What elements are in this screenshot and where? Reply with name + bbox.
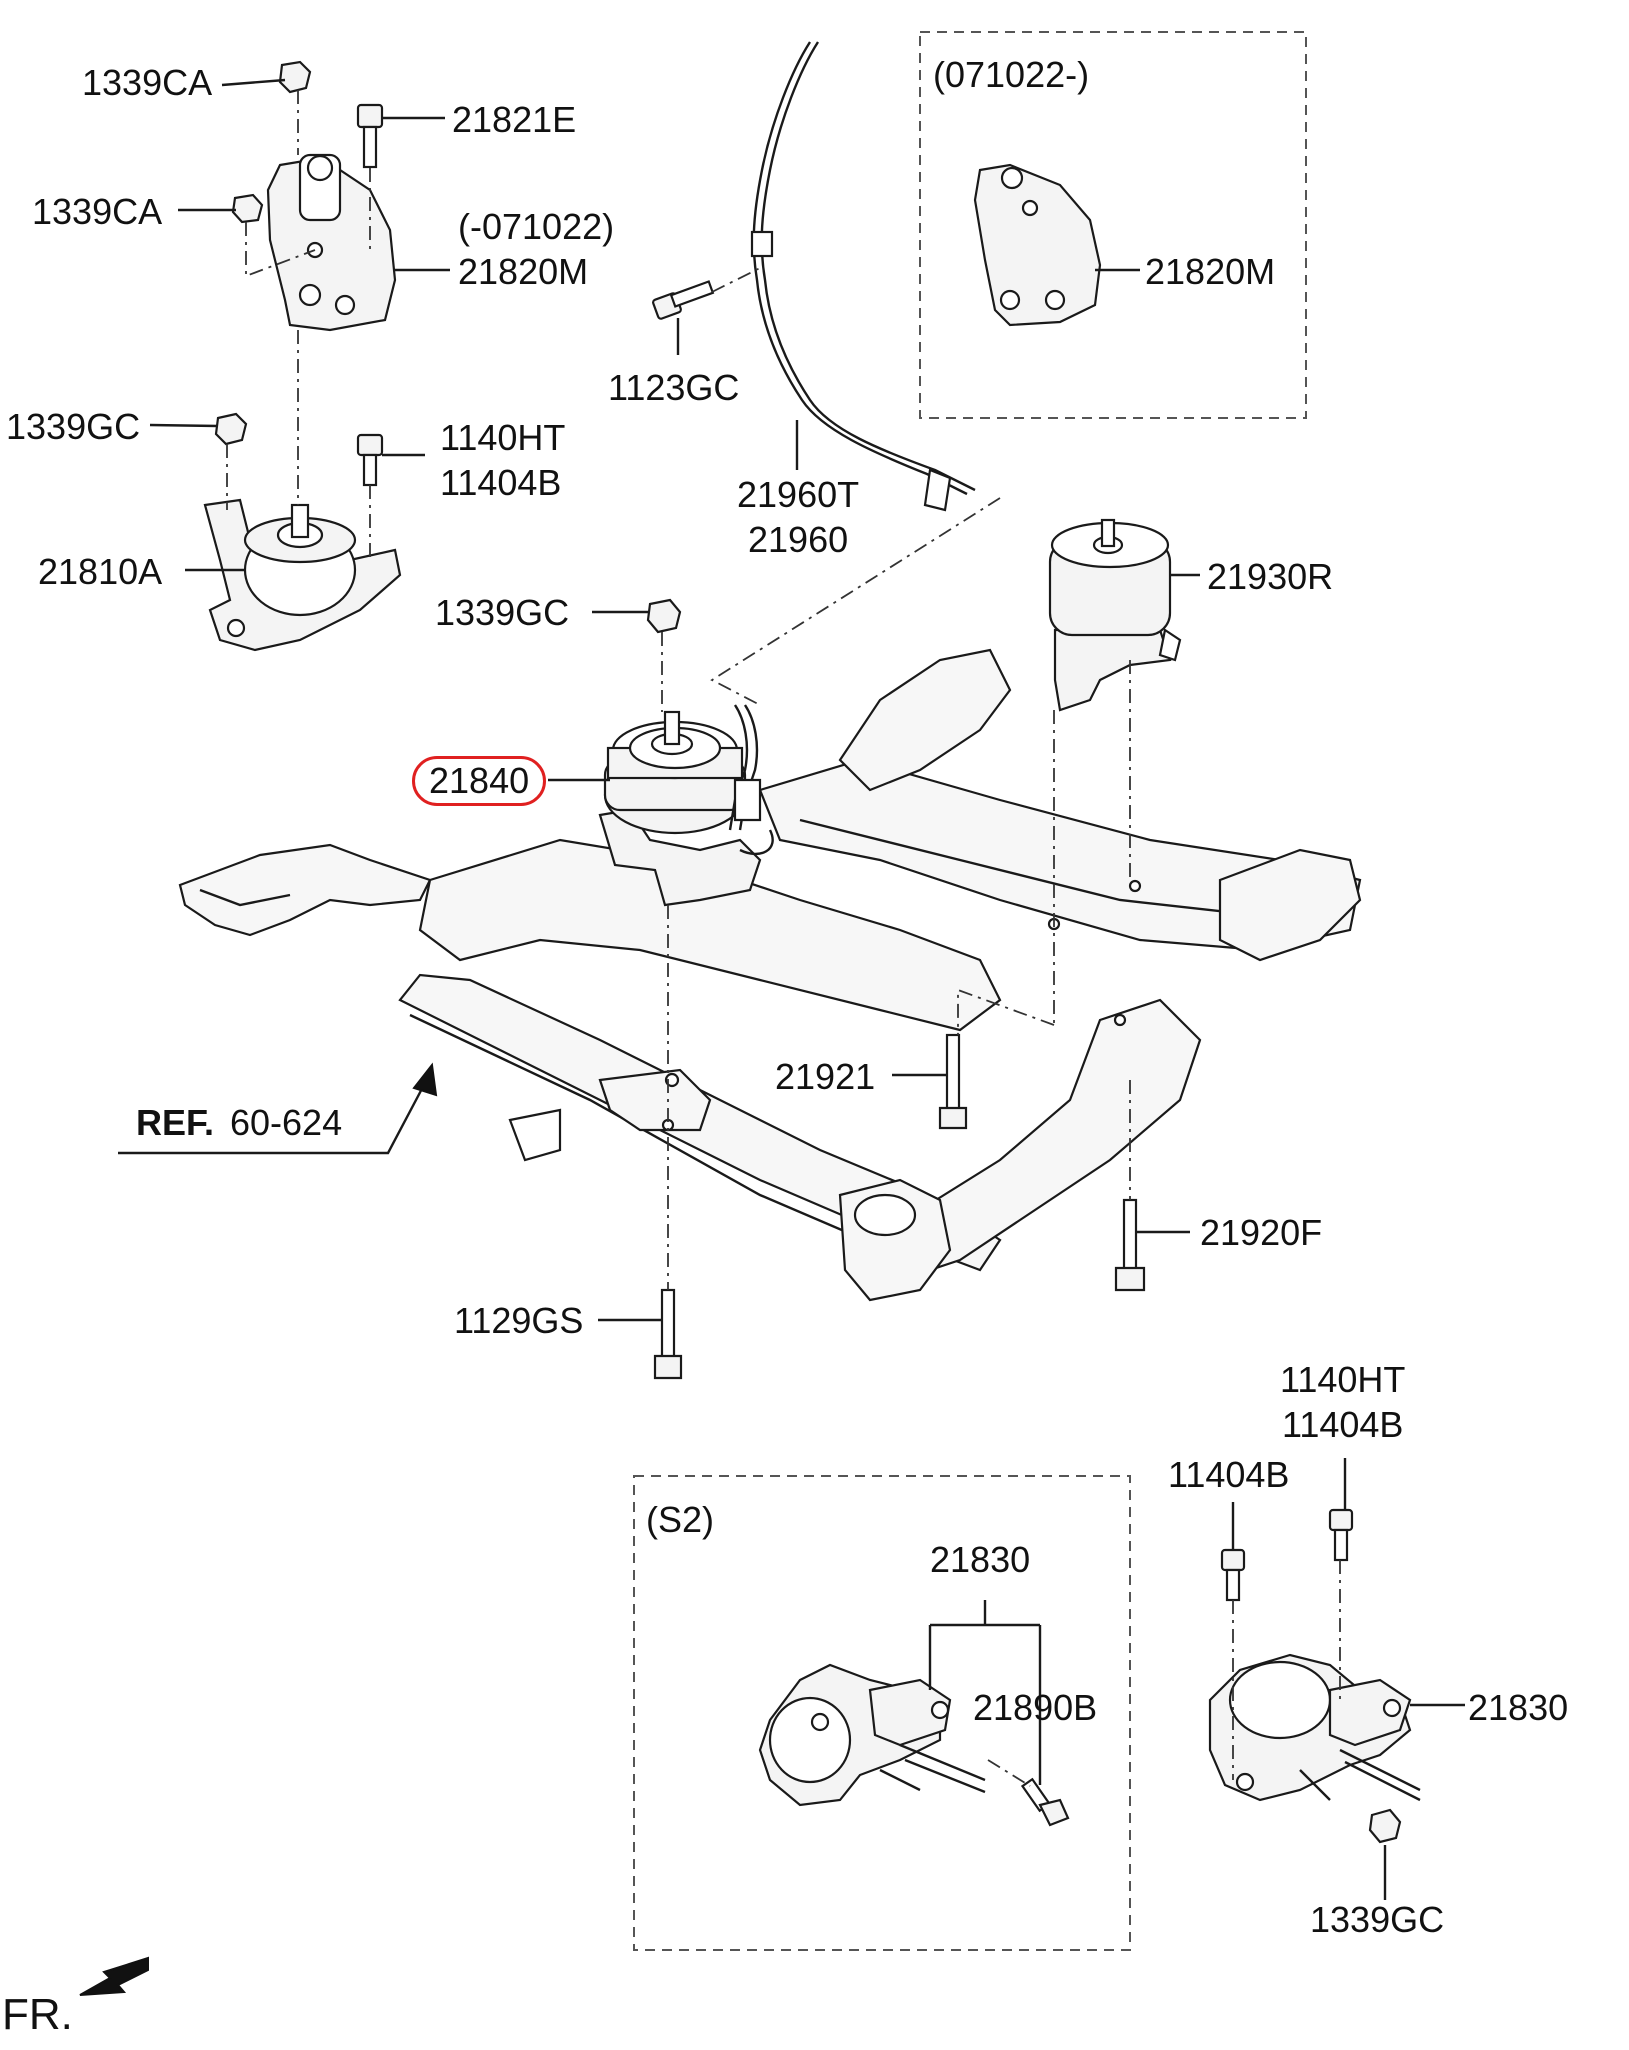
label-1140HT-top: 1140HT (440, 417, 566, 458)
bolt-1140HT-bottom (1328, 1508, 1354, 1562)
bolt-1123GC (652, 280, 715, 320)
label-21960: 21960 (748, 519, 849, 560)
label-1339GC-center: 1339GC (435, 592, 570, 633)
label-1339CA-top: 1339CA (82, 62, 213, 103)
label-21830-right: 21830 (1468, 1687, 1569, 1728)
label-21890B: 21890B (973, 1687, 1098, 1728)
nut-1339CA-mid (231, 193, 264, 224)
bolt-21821E (356, 103, 384, 169)
front-arrow-icon (79, 1956, 149, 1996)
mount-21830-right (1208, 1653, 1421, 1802)
mount-21840 (598, 704, 774, 907)
option-box-071022 (919, 31, 1307, 419)
label-ref-prefix: REF. (136, 1102, 215, 1143)
label-21930R: 21930R (1207, 556, 1334, 597)
alignment-lines (226, 90, 1341, 1787)
mount-21930R (1048, 518, 1182, 712)
label-11404B-top: 11404B (440, 462, 562, 503)
label-21820M-left: 21820M (458, 251, 589, 292)
nut-1339CA-top (278, 60, 312, 94)
bolt-21920F (1114, 1198, 1146, 1292)
label-21840: 21840 (412, 756, 547, 806)
bracket-21820M-right (973, 163, 1102, 327)
bolt-11404B-bottom (1220, 1548, 1246, 1602)
label-21820M-right: 21820M (1145, 251, 1276, 292)
cable-21960T (750, 41, 976, 512)
label-11404B-bottom-a: 11404B (1282, 1404, 1404, 1445)
nut-1339GC-center (646, 598, 682, 634)
label-s2: (S2) (646, 1499, 715, 1540)
subframe-crossmember (178, 648, 1362, 1302)
bolt-1129GS (653, 1288, 683, 1380)
label-21920F: 21920F (1200, 1212, 1323, 1253)
label-1129GS: 1129GS (454, 1300, 584, 1341)
label-21830-box: 21830 (930, 1539, 1031, 1580)
label-21810A: 21810A (38, 551, 163, 592)
label-1339GC-bottom: 1339GC (1310, 1899, 1445, 1940)
label-ref-number: 60-624 (230, 1102, 343, 1143)
mount-21830-s2 (758, 1663, 986, 1807)
label-071022-after: (071022-) (933, 54, 1090, 95)
label-1339CA-mid: 1339CA (32, 191, 163, 232)
label-1339GC-left: 1339GC (6, 406, 141, 447)
nut-1339GC-bottom (1368, 1808, 1402, 1844)
bolt-21890B (1020, 1777, 1070, 1827)
leader-lines (118, 78, 1465, 1900)
bracket-21820M-left (266, 153, 397, 332)
label-21821E: 21821E (452, 99, 577, 140)
bolt-1140HT-top (356, 433, 384, 487)
label-21921: 21921 (775, 1056, 876, 1097)
label-fr: FR. (2, 1990, 73, 2039)
label-1123GC: 1123GC (608, 367, 740, 408)
bolt-21921 (938, 1033, 968, 1130)
mount-21810A (203, 498, 402, 652)
label-21960T: 21960T (737, 474, 860, 515)
option-box-s2 (633, 1475, 1131, 1951)
nut-1339GC-left (214, 412, 248, 446)
label-11404B-bottom-b: 11404B (1168, 1454, 1290, 1495)
label-1140HT-bottom: 1140HT (1280, 1359, 1406, 1400)
label-071022-before: (-071022) (458, 206, 615, 247)
